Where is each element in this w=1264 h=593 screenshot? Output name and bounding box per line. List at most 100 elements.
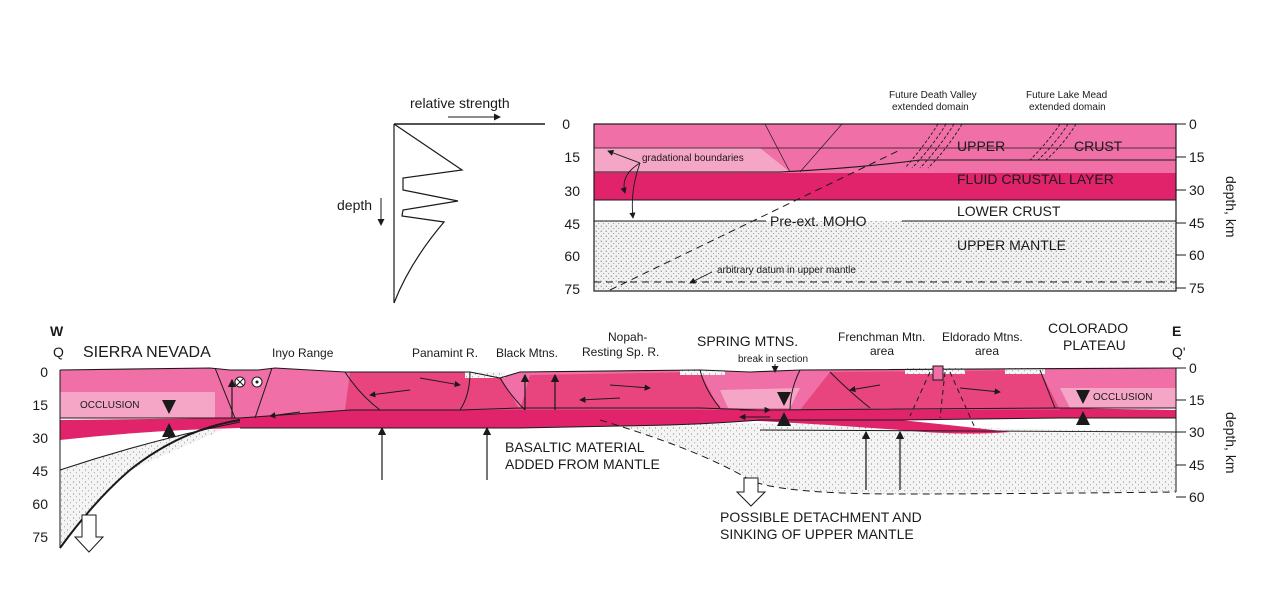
upper-mantle-label: UPPER MANTLE bbox=[957, 237, 1066, 253]
lower-crust-label: LOWER CRUST bbox=[957, 203, 1061, 219]
lower-right-depth-ticks bbox=[1176, 367, 1186, 498]
lake-mead-faults bbox=[1029, 123, 1077, 161]
black-mtns-label: Black Mtns. bbox=[496, 346, 558, 360]
upper-left-tick-45: 45 bbox=[564, 216, 580, 232]
lower-left-depth-ticks: 0 15 30 45 60 75 bbox=[32, 364, 48, 545]
upper-section-light-crust bbox=[594, 148, 790, 172]
death-valley-faults bbox=[904, 123, 963, 169]
inyo-range-label: Inyo Range bbox=[272, 346, 334, 360]
east-sub-label: Q' bbox=[1172, 344, 1186, 360]
lower-left-tick-75: 75 bbox=[32, 529, 48, 545]
upper-left-depth-ticks: 0 15 30 45 60 75 bbox=[562, 116, 580, 297]
upper-left-tick-15: 15 bbox=[564, 149, 580, 165]
upper-left-tick-0: 0 bbox=[562, 116, 570, 132]
lower-right-depth-labels: 0 15 30 45 60 bbox=[1189, 360, 1205, 505]
lower-fluid-base bbox=[240, 417, 1176, 429]
lower-left-tick-0: 0 bbox=[40, 364, 48, 380]
detachment-label-2: SINKING OF UPPER MANTLE bbox=[720, 526, 914, 542]
eldorado-label-1: Eldorado Mtns. bbox=[942, 330, 1023, 344]
detachment-label-1: POSSIBLE DETACHMENT AND bbox=[720, 509, 922, 525]
upper-label: UPPER bbox=[957, 138, 1005, 154]
spring-mtns-label: SPRING MTNS. bbox=[697, 333, 798, 349]
upper-right-tick-60: 60 bbox=[1189, 247, 1205, 263]
lower-right-tick-15: 15 bbox=[1189, 392, 1205, 408]
occlusion-west-label: OCCLUSION bbox=[80, 400, 139, 411]
arbitrary-datum-label: arbitrary datum in upper mantle bbox=[717, 265, 856, 276]
upper-section: gradational boundaries UPPER CRUST FLUID… bbox=[562, 90, 1239, 297]
panamint-label: Panamint R. bbox=[412, 346, 478, 360]
future-lake-mead-line1: Future Lake Mead bbox=[1026, 90, 1107, 101]
upper-section-fluid-layer bbox=[594, 173, 1176, 200]
colorado-plateau-label-2: PLATEAU bbox=[1063, 337, 1126, 353]
depth-label: depth bbox=[337, 197, 372, 213]
upper-boundary-fluid-top bbox=[594, 159, 1176, 173]
upper-left-tick-30: 30 bbox=[564, 183, 580, 199]
upper-right-tick-45: 45 bbox=[1189, 215, 1205, 231]
occlusion-east-label: OCCLUSION bbox=[1093, 392, 1152, 403]
strength-profile: relative strength depth bbox=[337, 95, 545, 304]
upper-left-tick-75: 75 bbox=[564, 281, 580, 297]
frenchman-label-2: area bbox=[870, 344, 894, 358]
upper-fault-a bbox=[764, 123, 791, 173]
west-label: W bbox=[50, 323, 64, 339]
lower-surface-deposit-2 bbox=[680, 369, 725, 375]
nopah-label-2: Resting Sp. R. bbox=[582, 345, 659, 359]
upper-right-tick-0: 0 bbox=[1189, 116, 1197, 132]
lower-mantle-west bbox=[60, 422, 240, 548]
lower-basaltic-lens bbox=[740, 420, 1010, 434]
sinking-arrow-east bbox=[735, 477, 767, 507]
future-lake-mead-line2: extended domain bbox=[1029, 102, 1106, 113]
upper-section-frame bbox=[593, 123, 1177, 292]
out-of-page-symbols bbox=[234, 376, 263, 388]
gradational-arrow-1 bbox=[620, 162, 641, 194]
eldorado-label-2: area bbox=[975, 344, 999, 358]
upper-left-tick-60: 60 bbox=[564, 248, 580, 264]
fluid-crustal-layer-label: FLUID CRUSTAL LAYER bbox=[957, 171, 1114, 187]
lower-moho-east bbox=[599, 419, 1177, 495]
lower-faults bbox=[214, 367, 1056, 419]
lower-right-tick-0: 0 bbox=[1189, 360, 1197, 376]
future-death-valley-line1: Future Death Valley bbox=[889, 90, 977, 101]
lower-right-tick-60: 60 bbox=[1189, 489, 1205, 505]
lower-east-crust-mass bbox=[800, 370, 1060, 410]
lower-central-crust-mass-2 bbox=[520, 372, 720, 410]
upper-depth-axis-label: depth, km bbox=[1223, 176, 1239, 237]
upper-right-depth-labels: 0 15 30 45 60 75 bbox=[1189, 116, 1205, 296]
lower-depth-axis-label: depth, km bbox=[1223, 412, 1239, 473]
gradational-arrow-3 bbox=[607, 149, 641, 164]
lower-light-crust-spring bbox=[720, 388, 800, 408]
lower-left-tick-60: 60 bbox=[32, 496, 48, 512]
lower-left-tick-30: 30 bbox=[32, 430, 48, 446]
lower-right-tick-45: 45 bbox=[1189, 457, 1205, 473]
upper-right-depth-ticks bbox=[1176, 123, 1186, 289]
west-sub-label: Q bbox=[53, 344, 64, 360]
relative-strength-label: relative strength bbox=[410, 95, 510, 111]
nopah-label-1: Nopah- bbox=[608, 330, 647, 344]
sinking-arrow-west bbox=[73, 514, 105, 553]
lower-section: W Q E Q' SIERRA NEVADA Inyo Range Panami… bbox=[32, 320, 1239, 553]
lower-flow-arrows bbox=[269, 377, 1001, 421]
break-in-section-label: break in section bbox=[738, 354, 808, 365]
lower-right-tick-30: 30 bbox=[1189, 424, 1205, 440]
datum-pointer bbox=[689, 271, 713, 284]
basaltic-label-1: BASALTIC MATERIAL bbox=[505, 439, 645, 455]
pre-ext-moho-label: Pre-ext. MOHO bbox=[770, 213, 867, 229]
lower-light-crust-west bbox=[60, 392, 215, 418]
frenchman-block bbox=[932, 365, 944, 381]
upper-section-lower-crust bbox=[594, 200, 1176, 221]
crust-label: CRUST bbox=[1074, 138, 1123, 154]
frenchman-label-1: Frenchman Mtn. bbox=[838, 330, 925, 344]
lower-fluid-layer bbox=[60, 408, 1176, 440]
lower-central-crust-mass bbox=[345, 372, 520, 410]
lower-moho-west bbox=[59, 421, 241, 471]
basaltic-label-2: ADDED FROM MANTLE bbox=[505, 456, 660, 472]
lower-left-tick-45: 45 bbox=[32, 463, 48, 479]
upper-right-tick-75: 75 bbox=[1189, 280, 1205, 296]
lower-moho-east-upper bbox=[759, 429, 1177, 433]
upper-dashed-diagonal bbox=[609, 149, 901, 291]
upper-fault-b bbox=[799, 123, 843, 173]
magma-arrows bbox=[227, 373, 905, 490]
strength-profile-curve bbox=[393, 123, 464, 304]
lower-mantle-east bbox=[600, 420, 1176, 494]
upper-right-tick-30: 30 bbox=[1189, 182, 1205, 198]
